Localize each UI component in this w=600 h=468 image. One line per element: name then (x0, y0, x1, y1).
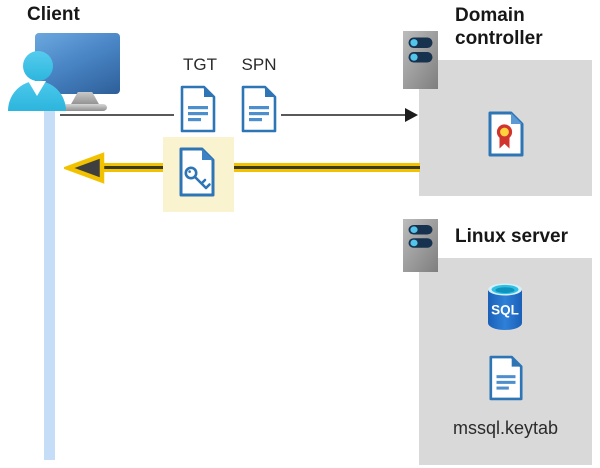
response-arrow-line (98, 163, 420, 172)
client-label: Client (27, 4, 80, 25)
spn-document-icon (241, 85, 277, 133)
person-icon (23, 51, 53, 81)
linux-server-label: Linux server (455, 226, 568, 247)
sql-badge-text: SQL (491, 303, 519, 318)
response-arrowhead-icon (64, 152, 105, 184)
spn-label: SPN (241, 55, 277, 74)
keytab-document-icon (489, 355, 523, 401)
tgt-document-icon (180, 85, 216, 133)
monitor-stand-base-icon (63, 104, 107, 111)
domain-controller-server-icon (403, 31, 438, 89)
linux-server-icon (403, 219, 438, 272)
domain-controller-label: Domain controller (455, 5, 543, 49)
key-ticket-icon (179, 147, 215, 197)
request-arrowhead-icon (405, 108, 418, 122)
tgt-label: TGT (183, 55, 217, 74)
certificate-icon (488, 111, 524, 157)
monitor-stand-icon (70, 92, 100, 106)
client-timeline-bar (44, 103, 55, 460)
person-collar-shape (28, 81, 46, 96)
sql-database-icon: SQL (488, 283, 522, 330)
keytab-filename-label: mssql.keytab (452, 418, 559, 438)
request-arrow-line (281, 114, 406, 116)
request-arrow-line (60, 114, 174, 116)
